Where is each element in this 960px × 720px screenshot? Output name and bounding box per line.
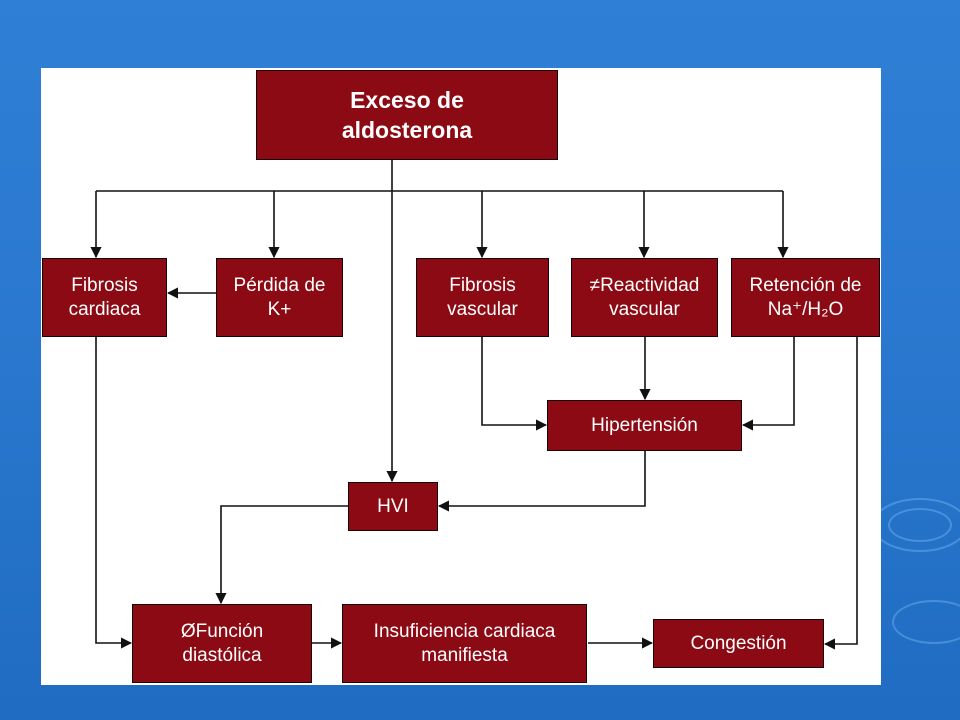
node-fibrosis-cardiaca-label: Fibrosis cardiaca (68, 274, 141, 320)
water-ripple-decoration (892, 600, 960, 644)
flowchart-panel: Exceso de aldosterona Fibrosis cardiaca … (41, 68, 881, 685)
node-insuficiencia-cardiaca-label: Insuficiencia cardiaca manifiesta (373, 620, 556, 666)
node-exceso-aldosterona-label: Exceso de aldosterona (341, 87, 473, 143)
node-reactividad-vascular: ≠Reactividad vascular (571, 258, 718, 337)
edge-fibrosis-cardiaca-funcion-diastolica (95, 337, 133, 649)
edge-hvi-funcion-diastolica (215, 505, 348, 605)
node-retencion-na-h2o-label: Retención de Na⁺/H₂O (749, 274, 862, 320)
node-insuficiencia-cardiaca: Insuficiencia cardiaca manifiesta (342, 604, 587, 683)
node-perdida-k: Pérdida de K+ (216, 258, 343, 337)
node-fibrosis-vascular-label: Fibrosis vascular (447, 274, 518, 320)
edge-retencion-hipertension (741, 337, 795, 431)
node-retencion-na-h2o: Retención de Na⁺/H₂O (731, 258, 880, 337)
node-fibrosis-vascular: Fibrosis vascular (416, 258, 549, 337)
node-funcion-diastolica-label: ØFunción diastólica (180, 620, 264, 666)
node-congestion: Congestión (653, 619, 824, 668)
node-hipertension-label: Hipertensión (591, 414, 698, 436)
edge-fibrosis-vascular-hipertension (481, 337, 548, 431)
connector-lines (90, 160, 858, 650)
node-congestion-label: Congestión (690, 632, 787, 654)
node-funcion-diastolica: ØFunción diastólica (132, 604, 312, 683)
node-hvi: HVI (348, 482, 438, 531)
node-hipertension: Hipertensión (547, 400, 742, 451)
node-hvi-label: HVI (377, 495, 409, 517)
edge-retencion-congestion (823, 337, 858, 650)
node-reactividad-vascular-label: ≠Reactividad vascular (589, 274, 700, 320)
node-fibrosis-cardiaca: Fibrosis cardiaca (42, 258, 167, 337)
node-exceso-aldosterona: Exceso de aldosterona (256, 70, 558, 160)
node-perdida-k-label: Pérdida de K+ (233, 274, 326, 320)
water-ripple-decoration (872, 498, 960, 552)
edge-hipertension-hvi (437, 451, 646, 512)
